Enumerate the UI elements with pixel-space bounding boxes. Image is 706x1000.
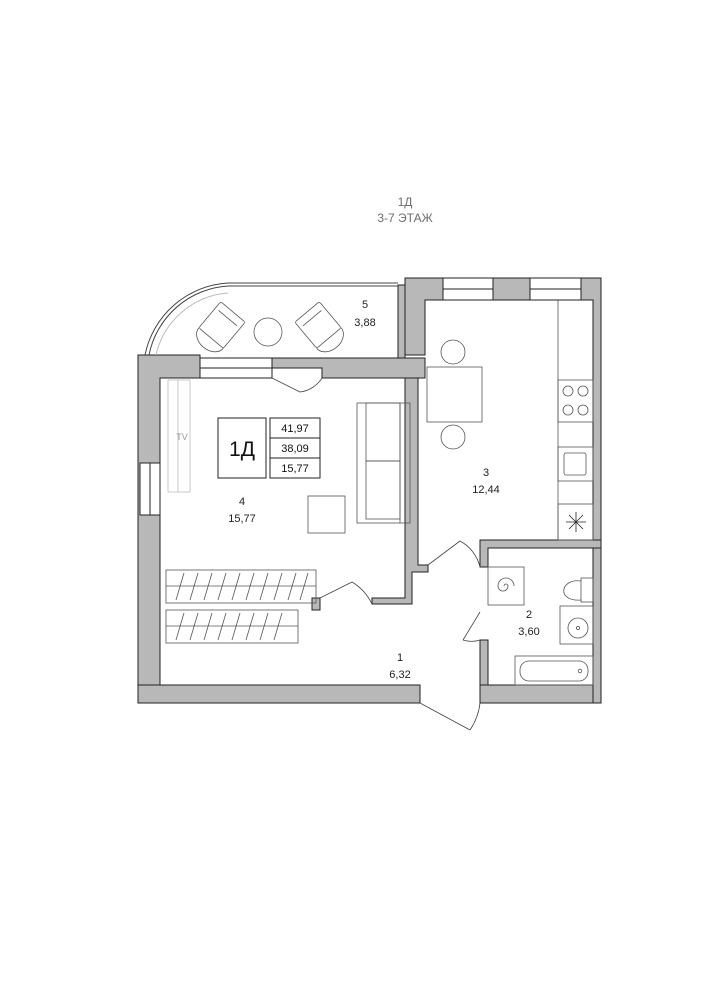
fridge — [557, 503, 594, 541]
badge-living-total: 38,09 — [281, 443, 309, 455]
dining-table — [426, 366, 483, 423]
apartment-title: 1Д — [397, 195, 413, 209]
living-furniture — [165, 379, 411, 644]
wardrobe-2 — [165, 609, 299, 644]
area-badge — [217, 417, 321, 479]
wall-south — [137, 684, 421, 704]
wardrobe-1 — [165, 569, 317, 604]
room-number: 4 — [239, 496, 245, 508]
balcony — [144, 282, 398, 356]
bath-sink — [567, 617, 589, 639]
wall-north-kitchen — [404, 277, 444, 356]
wall-bath-west — [479, 639, 489, 686]
balcony-table — [253, 317, 283, 347]
badge-living: 15,77 — [281, 463, 309, 475]
room-number: 3 — [483, 467, 489, 479]
wall-hall — [311, 597, 321, 611]
room-number: 1 — [397, 652, 403, 664]
boiler — [487, 566, 525, 606]
wall-west — [137, 354, 201, 686]
sofa — [356, 402, 411, 524]
wall-balcony-east — [397, 284, 406, 359]
bathtub — [514, 655, 594, 686]
doors — [271, 377, 481, 731]
room-area: 12,44 — [472, 484, 500, 496]
wall-south-right — [479, 684, 602, 704]
door-entrance — [419, 702, 471, 731]
door-balcony — [271, 377, 301, 393]
wardrobe-hangers — [175, 572, 309, 641]
tv-stand — [167, 379, 191, 493]
room-number: 5 — [362, 299, 368, 311]
wall-east — [580, 277, 602, 704]
tv-label: TV — [176, 432, 188, 442]
wall-north-mid — [492, 277, 531, 301]
balcony-furniture — [196, 302, 344, 353]
chair-top — [440, 339, 466, 365]
wall-partition — [371, 377, 429, 605]
room-label-5: 5 3,88 — [354, 299, 375, 329]
floor-range: 3-7 ЭТАЖ — [377, 211, 433, 225]
kitchen-sink — [557, 446, 594, 482]
badge-total: 41,97 — [281, 423, 309, 435]
windows — [139, 277, 582, 516]
plan-header: 1Д 3-7 ЭТАЖ — [0, 194, 706, 226]
coffee-table — [307, 495, 346, 534]
door-bath — [462, 611, 481, 641]
bath-furniture — [487, 566, 594, 686]
room-label-3: 3 12,44 — [472, 467, 500, 496]
wall-bath-north — [479, 539, 602, 568]
stove — [557, 379, 594, 423]
badge-name: 1Д — [229, 438, 255, 461]
chair-bottom — [440, 424, 466, 450]
room-area: 15,77 — [228, 513, 256, 525]
kitchen-furniture — [426, 300, 594, 541]
door-living — [319, 581, 353, 599]
room-area: 3,60 — [518, 626, 539, 638]
badge-values-box — [269, 417, 321, 479]
toilet-bowl — [563, 580, 582, 601]
toilet-tank — [580, 577, 594, 603]
room-area: 3,88 — [354, 317, 375, 329]
walls — [137, 277, 602, 704]
armchair-right — [295, 302, 344, 353]
bath-sink-cabinet — [559, 605, 594, 645]
armchair-left — [196, 302, 245, 353]
room-number: 2 — [526, 609, 532, 621]
room-label-4: 4 15,77 — [228, 496, 256, 525]
room-label-2: 2 3,60 — [518, 609, 539, 638]
wall-balcony-south — [271, 357, 426, 379]
badge-box — [217, 417, 267, 479]
room-area: 6,32 — [389, 669, 410, 681]
room-label-1: 1 6,32 — [389, 652, 410, 681]
door-kitchen — [427, 540, 461, 566]
